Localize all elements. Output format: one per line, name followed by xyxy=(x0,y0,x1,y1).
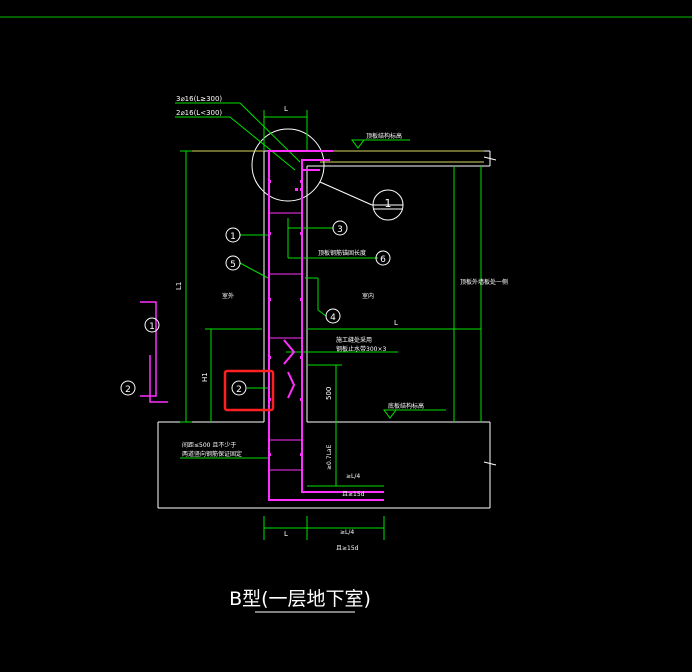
dim-label-l-top: L xyxy=(284,105,288,113)
outdoor-label: 室外 xyxy=(222,292,234,300)
side-detail-bracket xyxy=(140,301,168,403)
side-circle-label-1: 1 xyxy=(149,322,155,332)
circle-label-1: 1 xyxy=(230,232,236,242)
rebar-magenta xyxy=(268,150,384,501)
dimension-lines-green xyxy=(175,102,482,540)
dim-label-500: 500 xyxy=(325,387,333,400)
circle-label-5: 5 xyxy=(230,260,236,270)
bottom-elev-marker xyxy=(383,409,397,419)
foundation-note-2: 两道竖向钢筋保证固定 xyxy=(182,450,242,458)
marker-circles xyxy=(120,220,391,396)
detail-callout-circle xyxy=(251,128,325,202)
indoor-label: 室内 xyxy=(362,292,374,300)
side-circle-label-2: 2 xyxy=(125,385,131,395)
bottom-slab-elevation-label: 底板结构标高 xyxy=(388,402,424,410)
dim-label-l4-2: ≥L/4 xyxy=(340,529,354,536)
side-vertical-note: 顶板外墙板处一侧 xyxy=(460,278,508,286)
circle-label-3: 3 xyxy=(337,225,343,235)
dim-label-l-bottom: L xyxy=(284,530,288,538)
rebar-dots xyxy=(268,180,303,456)
top-elev-marker xyxy=(351,139,365,149)
rebar-stirrups xyxy=(269,212,302,471)
callout-number: 1 xyxy=(385,197,392,210)
circle-label-2: 2 xyxy=(236,385,242,395)
dimension-lines-yellow xyxy=(186,150,484,163)
rebar-top-label-2: 2⌀16(L<300) xyxy=(176,109,222,117)
dim-label-l1: L1 xyxy=(175,282,183,290)
callout-number-circle xyxy=(372,189,404,221)
anchor-length-note: 顶板钢筋锚固长度 xyxy=(318,249,366,257)
foundation-note-1: 间距≤500 且不少于 xyxy=(182,441,236,449)
dim-label-15d-1: 且≥15d xyxy=(342,491,365,498)
construction-joint-note-2: 钢板止水带300×3 xyxy=(336,345,386,353)
circle-label-6: 6 xyxy=(380,255,386,265)
dim-label-l-mid: L xyxy=(394,319,398,327)
dim-label-anchor-vertical: ≥0.7LaE xyxy=(326,444,333,470)
top-slab-elevation-label: 顶板结构标高 xyxy=(366,132,402,140)
circle-label-4: 4 xyxy=(330,313,336,323)
rebar-top-label-1: 3⌀16(L≥300) xyxy=(176,95,222,103)
dim-label-l4-1: ≥L/4 xyxy=(346,473,360,480)
dim-label-h1: H1 xyxy=(201,372,209,382)
drawing-title: B型(一层地下室) xyxy=(229,588,371,610)
callout-leader-line xyxy=(319,181,373,206)
dim-label-15d-2: 且≥15d xyxy=(336,545,359,552)
construction-joint-note-1: 施工缝处采用 xyxy=(336,336,372,344)
highlight-selection-box[interactable] xyxy=(223,369,275,412)
